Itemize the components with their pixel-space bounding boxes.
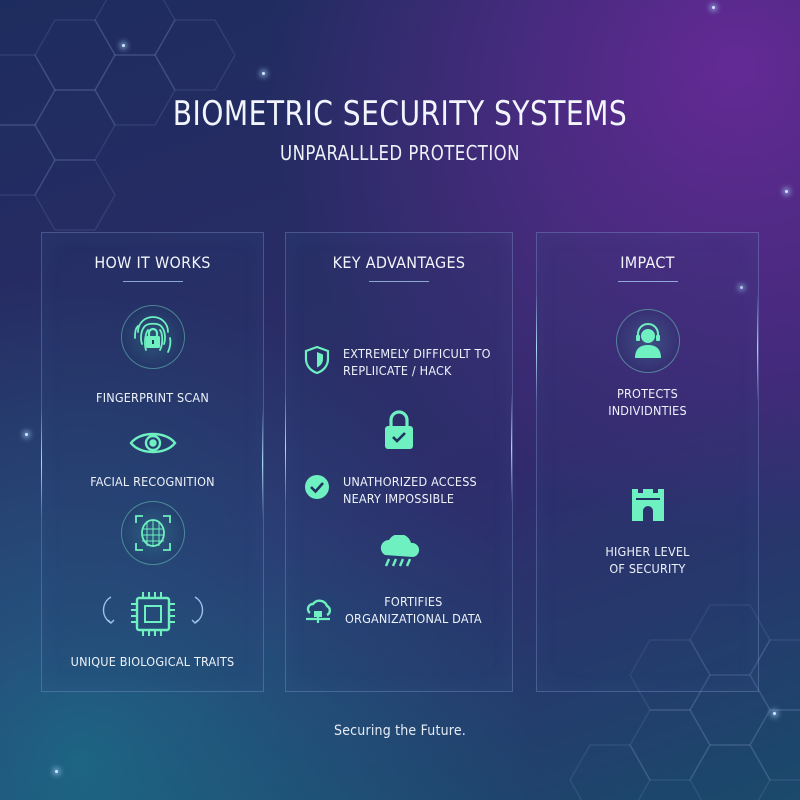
panel-title: IMPACT <box>620 253 675 272</box>
impact-line: INDIVIDNTIES <box>608 403 687 418</box>
sparkle <box>785 190 788 193</box>
advantage-label: EXTREMELY DIFFICULT TO REPLIICATE / HACK <box>343 345 491 379</box>
advantage-line: REPLIICATE / HACK <box>343 363 452 378</box>
sparkle <box>740 286 743 289</box>
face-scan-icon <box>120 501 185 565</box>
fingerprint-label: FINGERPRINT SCAN <box>96 390 209 405</box>
glow-edge <box>262 408 263 518</box>
advantage-line: FORTIFIES <box>384 594 443 609</box>
impact-line: HIGHER LEVEL <box>605 544 690 559</box>
title-underline <box>122 281 183 282</box>
castle-icon <box>631 489 664 521</box>
advantage-line: EXTREMELY DIFFICULT TO <box>343 346 491 361</box>
panel-title: KEY ADVANTAGES <box>332 253 466 272</box>
sparkle <box>262 72 265 75</box>
sparkle <box>25 433 28 436</box>
impact-label: PROTECTS INDIVIDNTIES <box>608 385 687 419</box>
traits-label: UNIQUE BIOLOGICAL TRAITS <box>70 654 235 669</box>
glow-edge <box>536 293 537 403</box>
impact-line: PROTECTS <box>617 386 678 401</box>
facial-item: FACIAL RECOGNITION <box>42 429 263 490</box>
glow-edge <box>285 393 286 503</box>
glow-edge <box>511 393 512 503</box>
advantage-label: UNATHORIZED ACCESS NEARY IMPOSSIBLE <box>343 473 477 507</box>
glow-edge <box>41 408 42 518</box>
facial-label: FACIAL RECOGNITION <box>90 474 215 489</box>
cloud-rain-item <box>286 535 512 569</box>
impact-label: HIGHER LEVEL OF SECURITY <box>605 543 689 577</box>
padlock-icon <box>385 410 413 449</box>
panel-title: HOW IT WORKS <box>94 253 211 272</box>
advantage-line: UNATHORIZED ACCESS <box>343 474 477 489</box>
advantage-line: NEARY IMPOSSIBLE <box>343 491 455 506</box>
advantage-hack: EXTREMELY DIFFICULT TO REPLIICATE / HACK <box>303 345 491 379</box>
sparkle <box>122 44 125 47</box>
protects-item: PROTECTS INDIVIDNTIES <box>537 309 758 419</box>
sparkle <box>55 770 58 773</box>
eye-icon <box>128 432 177 454</box>
face-scan-item <box>42 501 263 565</box>
advantage-line: ORGANIZATIONAL DATA <box>345 611 482 626</box>
glow-edge <box>757 293 758 403</box>
title-underline <box>617 281 678 282</box>
security-level-item: HIGHER LEVEL OF SECURITY <box>537 483 758 577</box>
sparkle <box>712 6 715 9</box>
check-circle-icon <box>305 475 329 499</box>
panel-impact: IMPACT PROTECTS INDIVIDNTIES HIGHER LEVE… <box>536 232 759 692</box>
advantage-data: FORTIFIES ORGANIZATIONAL DATA <box>303 593 482 627</box>
cloud-network-icon <box>306 599 331 623</box>
padlock-item <box>286 409 512 451</box>
title-underline <box>369 281 429 282</box>
shield-icon <box>304 345 330 375</box>
footer-tagline: Securing the Future. <box>334 723 466 739</box>
fingerprint-item: FINGERPRINT SCAN <box>42 305 263 406</box>
advantage-label: FORTIFIES ORGANIZATIONAL DATA <box>345 593 482 627</box>
impact-line: OF SECURITY <box>609 561 686 576</box>
panel-key-advantages: KEY ADVANTAGES EXTREMELY DIFFICULT TO RE… <box>285 232 513 692</box>
fingerprint-lock-icon <box>120 305 185 369</box>
traits-item: UNIQUE BIOLOGICAL TRAITS <box>42 591 263 670</box>
panel-how-it-works: HOW IT WORKS FINGERPRINT SCAN FACIAL REC… <box>41 232 264 692</box>
page-subtitle: UNPARALLLED PROTECTION <box>280 141 520 165</box>
chip-icon <box>102 592 203 636</box>
cloud-rain-icon <box>380 535 420 567</box>
page-title: BIOMETRIC SECURITY SYSTEMS <box>172 94 628 134</box>
person-headset-icon <box>615 309 680 373</box>
sparkle <box>773 712 776 715</box>
advantage-access: UNATHORIZED ACCESS NEARY IMPOSSIBLE <box>303 473 477 507</box>
